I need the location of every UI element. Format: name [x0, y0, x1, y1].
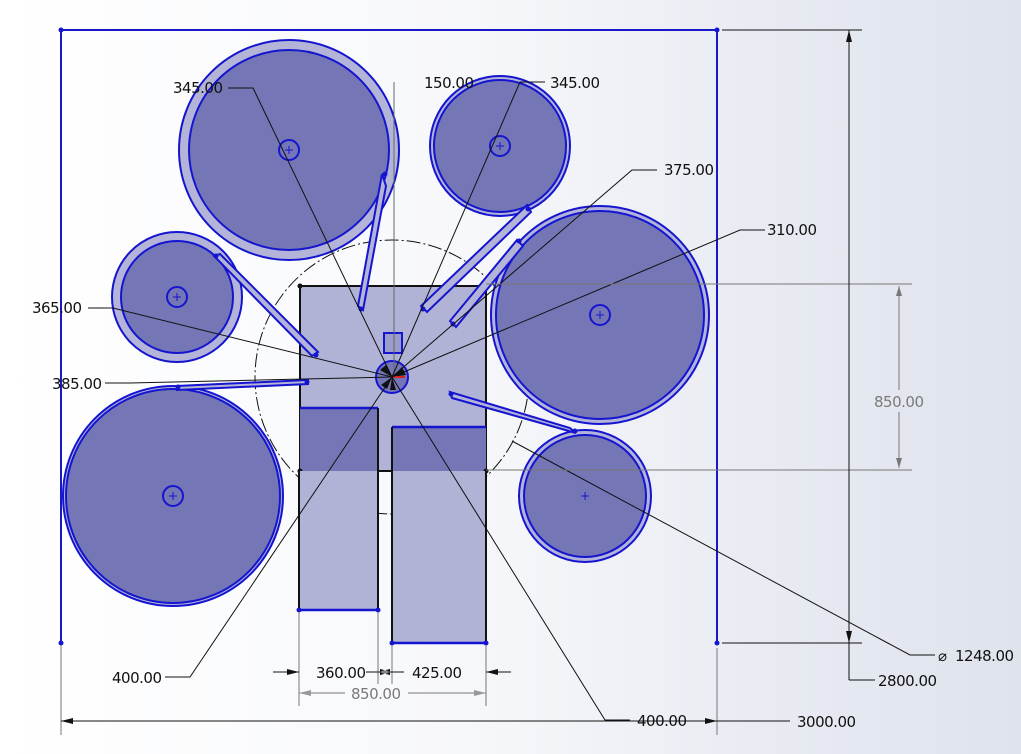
center-square[interactable] [383, 332, 403, 354]
pulley-top-left[interactable] [178, 39, 400, 261]
outer-boundary[interactable] [58, 27, 720, 646]
diameter-symbol-icon: ⌀ [938, 647, 947, 665]
dim-top-middle-pulley[interactable]: 345.00 [550, 74, 600, 92]
svg-text:850.00: 850.00 [874, 393, 924, 411]
dimension-slot-widths[interactable]: 360.00 425.00 850.00 [273, 612, 511, 706]
dim-bottom-right[interactable]: 400.00 [637, 712, 687, 730]
pulley-top-middle[interactable] [429, 75, 571, 217]
svg-text:850.00: 850.00 [351, 685, 401, 703]
svg-text:425.00: 425.00 [412, 664, 462, 682]
pulley-bottom-right[interactable] [518, 429, 652, 563]
svg-text:360.00: 360.00 [316, 664, 366, 682]
dim-center-vertical[interactable]: 150.00 [424, 74, 474, 92]
left-slot-leg[interactable] [296, 471, 381, 613]
dimension-overall-width[interactable]: 3000.00 [60, 645, 856, 735]
belt-links[interactable] [175, 171, 578, 434]
svg-text:2800.00: 2800.00 [878, 672, 937, 690]
pulley-bottom-left[interactable] [62, 385, 284, 607]
svg-text:1248.00: 1248.00 [955, 647, 1014, 665]
dim-left-bottom[interactable]: 400.00 [112, 669, 162, 687]
svg-text:3000.00: 3000.00 [797, 713, 856, 731]
dim-reference-diameter[interactable]: ⌀ 1248.00 [938, 647, 1014, 665]
dimension-block-height[interactable]: 850.00 [486, 283, 924, 471]
dim-top-left-pulley[interactable]: 345.00 [173, 79, 223, 97]
dim-left-lower[interactable]: 385.00 [52, 375, 102, 393]
dim-right-pulley[interactable]: 310.00 [767, 221, 817, 239]
right-slot-leg[interactable] [389, 471, 489, 646]
pulley-left-small[interactable] [111, 231, 243, 363]
pulley-right-large[interactable] [490, 205, 710, 425]
dim-left-small[interactable]: 365.00 [32, 299, 82, 317]
dim-right-upper[interactable]: 375.00 [664, 161, 714, 179]
radial-leaders [88, 81, 935, 721]
dimension-overall-height[interactable]: 2800.00 [722, 29, 937, 690]
